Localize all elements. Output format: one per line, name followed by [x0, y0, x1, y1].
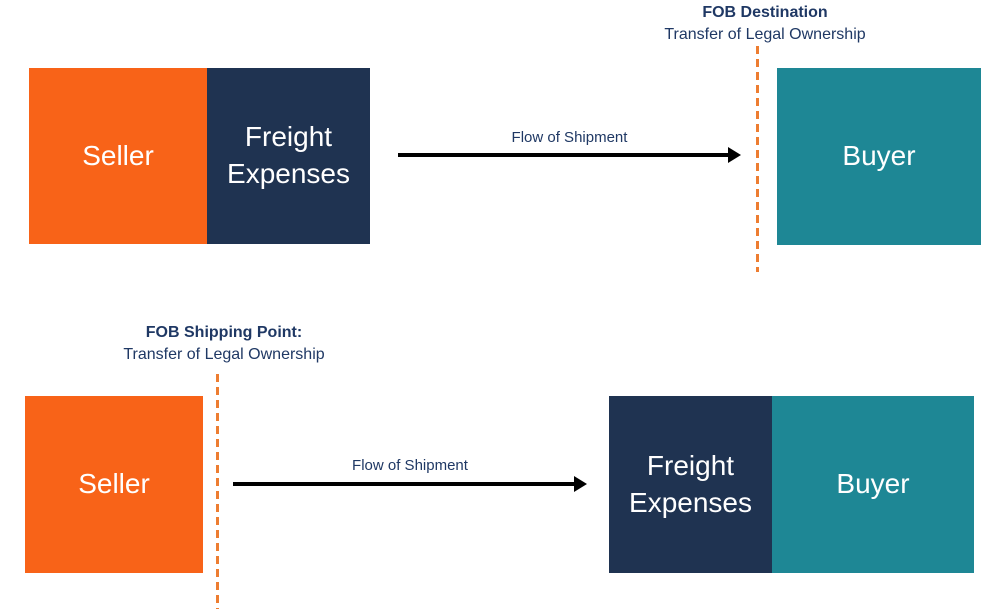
buyer-label: Buyer	[836, 468, 910, 500]
fob-destination-seller-box: Seller	[29, 68, 207, 244]
seller-label: Seller	[82, 139, 154, 171]
arrow-shaft	[233, 482, 576, 486]
fob-destination-title: FOB Destination	[702, 4, 828, 21]
fob-destination-buyer-box: Buyer	[777, 68, 981, 245]
seller-label: Seller	[78, 468, 150, 500]
arrow-head-icon	[728, 147, 741, 163]
fob-destination-header: FOB Destination Transfer of Legal Owners…	[560, 2, 970, 46]
fob-shipping-point-flow-of-shipment-label: Flow of Shipment	[352, 457, 468, 474]
fob-shipping-point-seller-box: Seller	[25, 396, 203, 573]
fob-shipping-point-flow-arrow	[233, 476, 587, 492]
fob-shipping-point-ownership-transfer-line	[216, 374, 219, 609]
fob-shipping-point-title: FOB Shipping Point:	[145, 324, 303, 341]
buyer-label: Buyer	[842, 140, 916, 172]
fob-destination-freight-expenses-box: Freight Expenses	[207, 68, 370, 244]
fob-shipping-point-subtitle: Transfer of Legal Ownership	[123, 346, 325, 363]
fob-shipping-point-header: FOB Shipping Point: Transfer of Legal Ow…	[74, 322, 374, 366]
freight-expenses-label: Freight Expenses	[629, 449, 752, 518]
fob-destination-subtitle: Transfer of Legal Ownership	[664, 26, 866, 43]
arrow-shaft	[398, 153, 730, 157]
freight-expenses-label: Freight Expenses	[227, 121, 350, 189]
fob-shipping-point-buyer-box: Buyer	[772, 396, 974, 573]
fob-destination-flow-arrow	[398, 147, 741, 163]
fob-destination-flow-of-shipment-label: Flow of Shipment	[511, 129, 628, 146]
fob-shipping-point-freight-expenses-box: Freight Expenses	[609, 396, 772, 573]
fob-destination-ownership-transfer-line	[756, 46, 759, 272]
arrow-head-icon	[574, 476, 587, 492]
